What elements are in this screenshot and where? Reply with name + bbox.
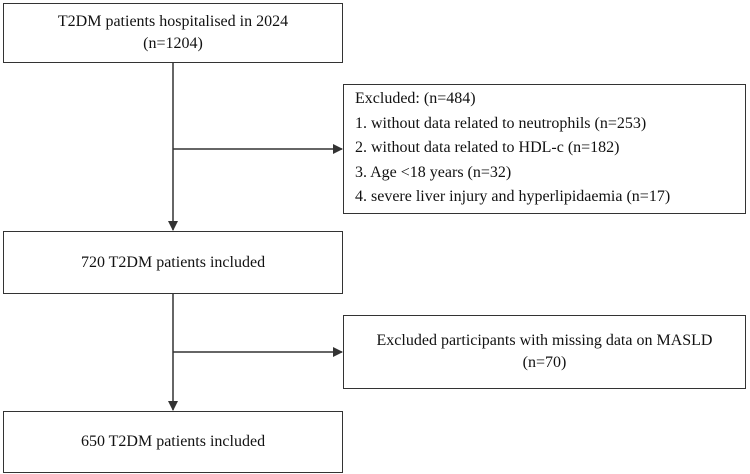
exclusion-box-1: Excluded: (n=484) 1. without data relate… — [343, 84, 746, 214]
exclusion-2-title: Excluded participants with missing data … — [376, 332, 713, 349]
exclusion-1-heading: Excluded: (n=484) — [355, 90, 476, 107]
final-box: 650 T2DM patients included — [3, 411, 343, 473]
exclusion-box-2: Excluded participants with missing data … — [343, 315, 746, 389]
exclusion-reason: 2. without data related to HDL-c (n=182) — [355, 139, 620, 157]
start-title: T2DM patients hospitalised in 2024 — [57, 13, 289, 30]
included-title: 720 T2DM patients included — [80, 253, 266, 271]
exclusion-2-count: (n=70) — [522, 354, 567, 371]
exclusion-reason: 3. Age <18 years (n=32) — [355, 163, 512, 181]
included-box: 720 T2DM patients included — [3, 231, 343, 294]
exclusion-reason: 4. severe liver injury and hyperlipidaem… — [355, 188, 671, 206]
final-title: 650 T2DM patients included — [80, 433, 266, 450]
start-count: (n=1204) — [143, 35, 203, 52]
start-box: T2DM patients hospitalised in 2024 (n=12… — [3, 3, 343, 63]
exclusion-reason: 1. without data related to neutrophils (… — [355, 114, 647, 132]
